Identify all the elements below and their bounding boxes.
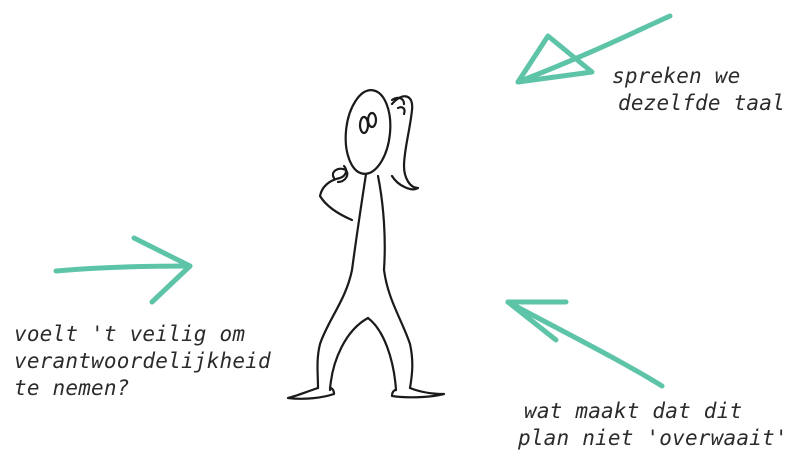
arrow-left-head (134, 238, 190, 302)
figure-leg-right-inner (368, 318, 396, 390)
annotation-left-line-1: voelt 't veilig om (14, 321, 271, 348)
arrow-left-icon (56, 238, 190, 302)
figure-leg-left-inner (330, 318, 368, 390)
arrow-bottom-right-head (508, 302, 566, 340)
figure-foot-left (288, 388, 334, 399)
annotation-top-right-line-2: dezelfde taal? (618, 90, 787, 117)
annotation-bottom-right-line-1: wat maakt dat dit (524, 398, 787, 425)
figure-foot-right (392, 388, 444, 397)
annotation-top-right: spreken we dezelfde taal? (612, 63, 787, 117)
annotation-left-line-2: verantwoordelijkheid (14, 348, 271, 375)
figure-eye-right (368, 113, 376, 127)
arrow-left-shaft (56, 266, 190, 271)
figure-eye-left (360, 117, 368, 133)
figure-body-right (378, 176, 412, 388)
annotation-top-right-line-1: spreken we (612, 63, 787, 90)
figure-raised-hand (392, 98, 405, 114)
figure-head (342, 88, 395, 176)
figure-body-left (318, 174, 367, 388)
annotation-bottom-right: wat maakt dat dit plan niet 'overwaait'? (524, 398, 787, 452)
annotation-left: voelt 't veilig om verantwoordelijkheid … (14, 321, 271, 402)
stick-figure-worried-icon (288, 88, 444, 399)
annotation-left-line-3: te nemen? (14, 375, 271, 402)
arrow-bottom-right-icon (508, 302, 662, 386)
arrow-bottom-right-shaft (508, 302, 662, 386)
annotation-bottom-right-line-2: plan niet 'overwaait'? (518, 425, 787, 452)
